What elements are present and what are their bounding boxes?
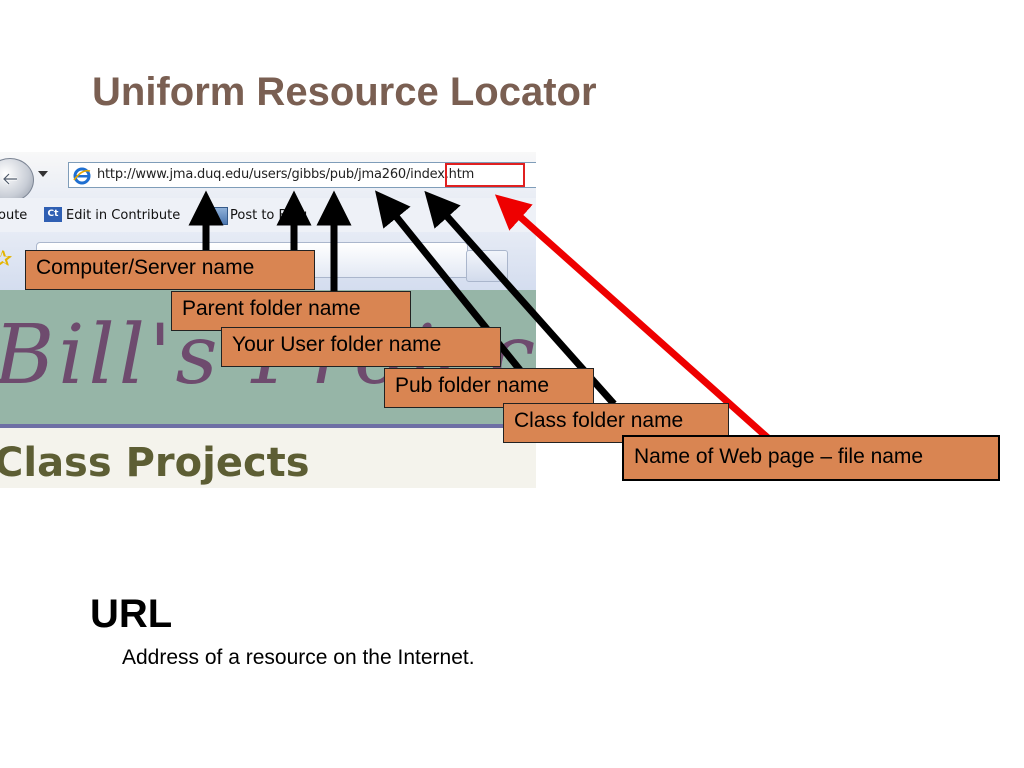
address-bar[interactable]: http://www.jma.duq.edu/users/gibbs/pub/j…: [68, 162, 536, 188]
callout-user-folder: Your User folder name: [221, 327, 501, 367]
internet-explorer-icon: [73, 167, 91, 185]
definition-term: URL: [90, 592, 173, 636]
definition-text: Address of a resource on the Internet.: [122, 646, 475, 669]
page-heading: Class Projects: [0, 440, 310, 486]
links-partial-item[interactable]: oute: [0, 208, 28, 223]
contribute-icon: Ct: [44, 207, 62, 222]
edit-in-contribute-button[interactable]: Edit in Contribute: [66, 208, 181, 223]
callout-file-name: Name of Web page – file name: [622, 435, 1000, 481]
address-url-text: http://www.jma.duq.edu/users/gibbs/pub/j…: [97, 167, 475, 182]
banner-divider: [0, 424, 536, 428]
arrow-file-name: [494, 194, 771, 441]
callout-pub-folder: Pub folder name: [384, 368, 594, 408]
callout-class-folder: Class folder name: [503, 403, 729, 443]
navigation-bar: http://www.jma.duq.edu/users/gibbs/pub/j…: [0, 152, 536, 202]
callout-computer-server: Computer/Server name: [25, 250, 315, 290]
callout-parent-folder: Parent folder name: [171, 291, 411, 331]
back-arrow-icon: [1, 172, 17, 186]
file-name-highlight-box: [445, 163, 525, 187]
favorites-star-icon[interactable]: ✰: [0, 246, 13, 271]
slide-title: Uniform Resource Locator: [92, 70, 597, 114]
page-heading-strip: [0, 428, 536, 488]
history-dropdown-icon[interactable]: [38, 171, 48, 177]
